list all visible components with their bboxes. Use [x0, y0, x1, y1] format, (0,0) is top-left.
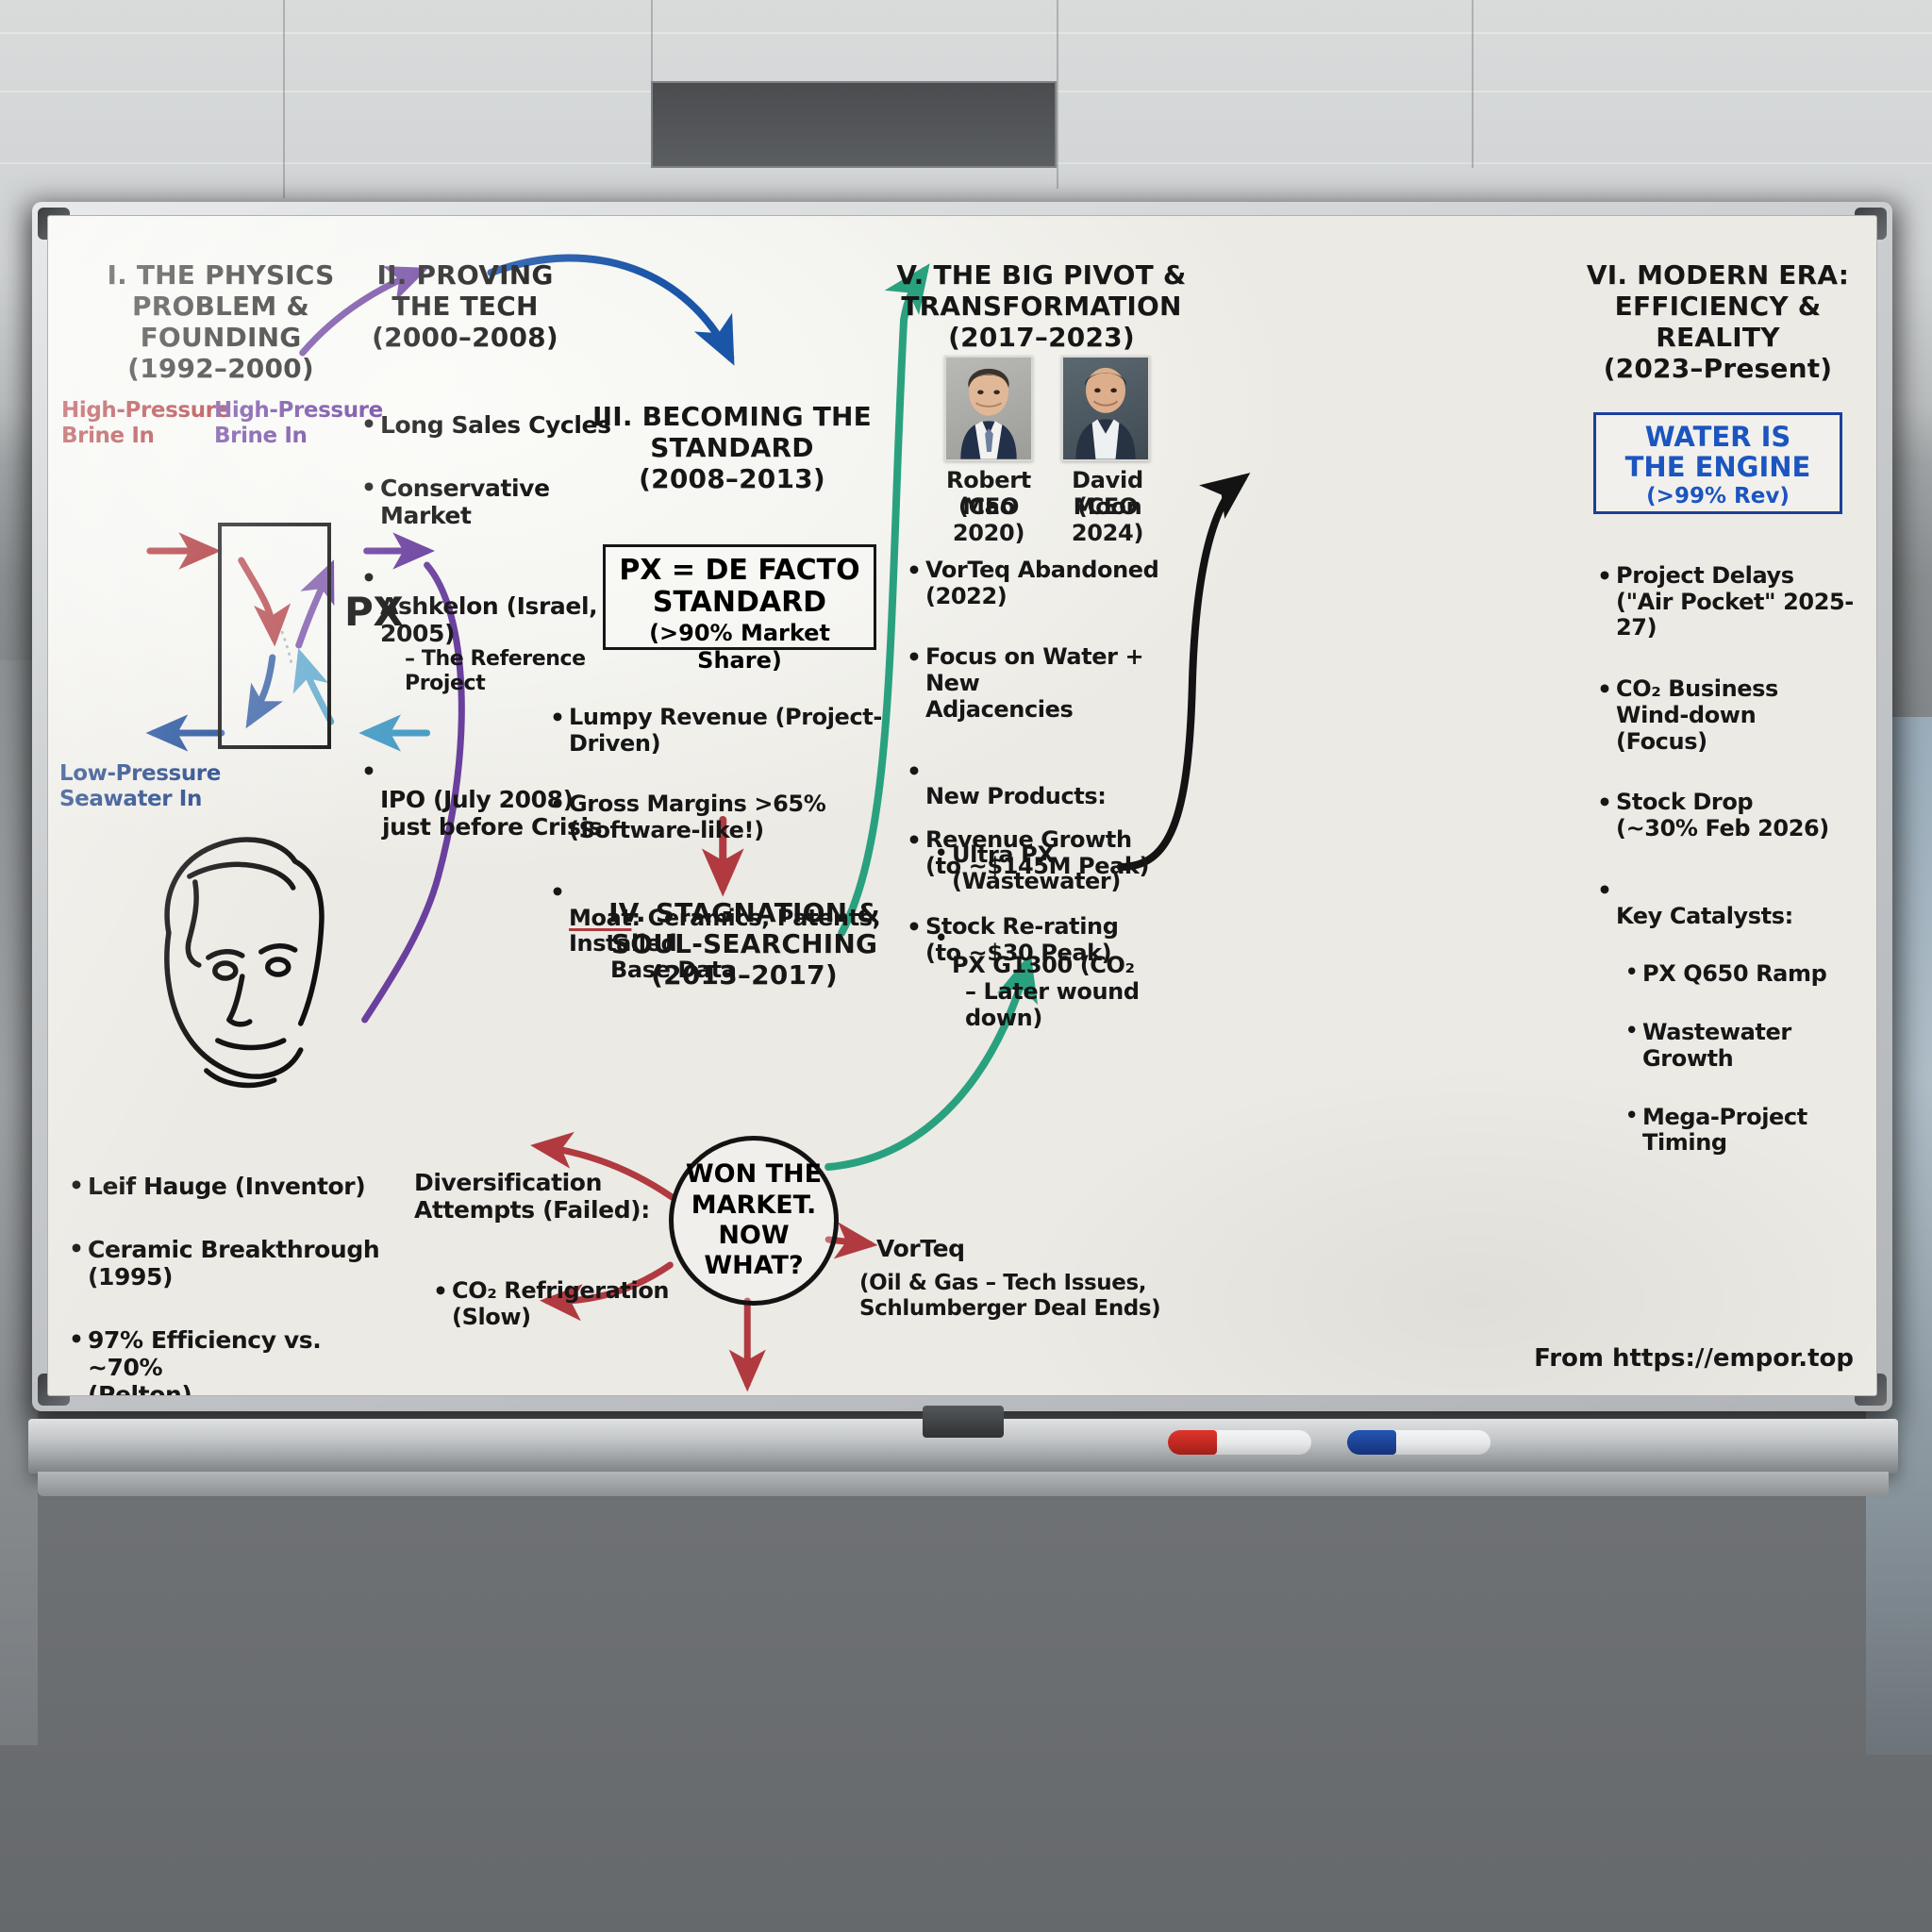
px-de-facto-standard-box: PX = DE FACTO STANDARD (>90% Market Shar… — [603, 544, 876, 674]
moat-line-2: Base Data — [610, 957, 737, 984]
red-marker[interactable] — [1168, 1430, 1311, 1455]
label-high-pressure-brine-in-purple: High-Pressure Brine In — [214, 398, 383, 448]
marker-cap — [1347, 1430, 1396, 1455]
section-6-bullets: Project Delays ("Air Pocket" 2025-27) CO… — [1595, 537, 1876, 1250]
list-item: Gross Margins >65% (Software-like!) — [548, 791, 944, 844]
list-item: PX Q650 Ramp — [1624, 960, 1876, 988]
vorteq-detail: (Oil & Gas – Tech Issues, Schlumberger D… — [859, 1271, 1161, 1321]
ceiling-line — [283, 0, 285, 198]
whiteboard-frame: I. THE PHYSICS PROBLEM & FOUNDING (1992–… — [32, 202, 1892, 1411]
px-unit-box — [218, 523, 331, 749]
ceiling-line — [651, 0, 653, 91]
headshot-robert-mao — [944, 356, 1033, 461]
section-4-title: IV. STAGNATION & SOUL-SEARCHING (2013–20… — [608, 897, 880, 991]
list-item: Stock Re-rating (to ~$30 Peak) — [905, 913, 1188, 967]
list-item: Focus on Water + New Adjacencies — [905, 643, 1188, 723]
diversification-title: Diversification Attempts (Failed): — [414, 1169, 650, 1224]
box-line-2: STANDARD — [652, 585, 827, 619]
wall-left — [0, 660, 38, 1745]
whiteboard-surface[interactable]: I. THE PHYSICS PROBLEM & FOUNDING (1992–… — [47, 215, 1877, 1396]
person-name-0: Robert Mao — [946, 467, 1031, 520]
list-item: CO₂ Business Wind-down (Focus) — [1595, 675, 1876, 755]
person-role-1: (CEO 2024) — [1071, 493, 1144, 546]
box-line-1: PX = DE FACTO — [619, 554, 860, 587]
list-item: CO₂ Refrigeration (Slow) — [431, 1277, 676, 1331]
list-item-text: Ashkelon (Israel, 2005) — [380, 592, 598, 647]
list-item-subtext: – The Reference Project — [405, 647, 586, 695]
box-line-3: (>90% Market Share) — [649, 620, 830, 674]
list-item-text: Key Catalysts: — [1616, 902, 1793, 929]
list-item: Ceramic Breakthrough (1995) — [67, 1235, 397, 1291]
engine-line-1: WATER IS — [1644, 421, 1791, 453]
list-item-text: IPO (July 2008) — [380, 786, 574, 814]
section-2-title: II. PROVING THE TECH (2000–2008) — [372, 259, 558, 354]
list-item: 97% Efficiency vs. ~70% (Pelton) — [67, 1325, 397, 1395]
source-credit: From https://empor.top — [1534, 1343, 1854, 1373]
diversification-bullets: CO₂ Refrigeration (Slow) — [431, 1252, 676, 1365]
headshot-figure — [1075, 367, 1136, 459]
engine-line-2: THE ENGINE — [1624, 450, 1811, 483]
person-name-1: David Moon — [1072, 467, 1143, 520]
moat-text: : Ceramics, Patents, Installed — [569, 904, 881, 958]
list-item: Stock Drop (~30% Feb 2026) — [1595, 789, 1876, 842]
section-5-bullets-lower: Revenue Growth (to ~$145M Peak) Stock Re… — [905, 801, 1188, 1002]
list-item: Project Delays ("Air Pocket" 2025-27) — [1595, 562, 1876, 641]
list-item: Lumpy Revenue (Project-Driven) — [548, 704, 944, 758]
tray-center-clip — [923, 1406, 1004, 1438]
section-1-title: I. THE PHYSICS PROBLEM & FOUNDING (1992–… — [107, 259, 335, 385]
list-item: Moat: Ceramics, Patents, Installed Base … — [548, 878, 944, 1010]
won-the-market-circle: WON THE MARKET. NOW WHAT? — [669, 1136, 839, 1306]
marker-cap — [1168, 1430, 1217, 1455]
list-item: Mega-Project Timing — [1624, 1104, 1876, 1158]
ceiling-line — [1472, 0, 1474, 168]
list-item-text: New Products: — [925, 783, 1107, 810]
vorteq-title: VorTeq — [876, 1235, 965, 1262]
ceiling-line — [1057, 0, 1058, 189]
marker-tray-lip — [38, 1472, 1889, 1496]
label-high-pressure-brine-in-red: High-Pressure Brine In — [61, 398, 230, 448]
ceiling-vent-panel — [651, 81, 1057, 168]
section-5-title: V. THE BIG PIVOT & TRANSFORMATION (2017–… — [896, 259, 1187, 354]
ceiling-line — [0, 32, 1932, 34]
moat-label: Moat — [569, 904, 632, 931]
water-is-the-engine-box: WATER IS THE ENGINE (>99% Rev) — [1593, 412, 1842, 514]
list-item: Key Catalysts: PX Q650 Ramp Wastewater G… — [1595, 876, 1876, 1215]
list-item: Wastewater Growth — [1624, 1019, 1876, 1073]
section-3-title: III. BECOMING THE STANDARD (2008–2013) — [592, 401, 872, 495]
label-low-pressure-seawater-in: Low-Pressure Seawater In — [59, 761, 221, 811]
list-item: Conservative Market — [359, 474, 624, 529]
section-1-bullets: Leif Hauge (Inventor) Ceramic Breakthrou… — [67, 1145, 397, 1395]
activist-pressure-text: Activist Pressure, Strategic Uncertainty — [518, 1393, 1084, 1395]
key-catalysts-sublist: PX Q650 Ramp Wastewater Growth Mega-Proj… — [1624, 936, 1876, 1189]
engine-line-3: (>99% Rev) — [1646, 483, 1790, 508]
list-item: Long Sales Cycles — [359, 410, 624, 439]
section-3-bullets: Lumpy Revenue (Project-Driven) Gross Mar… — [548, 678, 944, 1045]
list-item-subtext: – Later wound down) — [965, 978, 1140, 1032]
list-item: Revenue Growth (to ~$145M Peak) — [905, 826, 1188, 880]
blue-marker[interactable] — [1347, 1430, 1491, 1455]
headshot-david-moon — [1061, 356, 1150, 461]
person-role-0: (CEO 2020) — [952, 493, 1025, 546]
list-item: VorTeq Abandoned (2022) — [905, 557, 1188, 610]
headshot-figure — [960, 368, 1017, 459]
list-item: Ashkelon (Israel, 2005) – The Reference … — [359, 564, 624, 723]
section-6-title: VI. MODERN ERA: EFFICIENCY & REALITY (20… — [1586, 259, 1850, 385]
list-item: Leif Hauge (Inventor) — [67, 1172, 397, 1200]
